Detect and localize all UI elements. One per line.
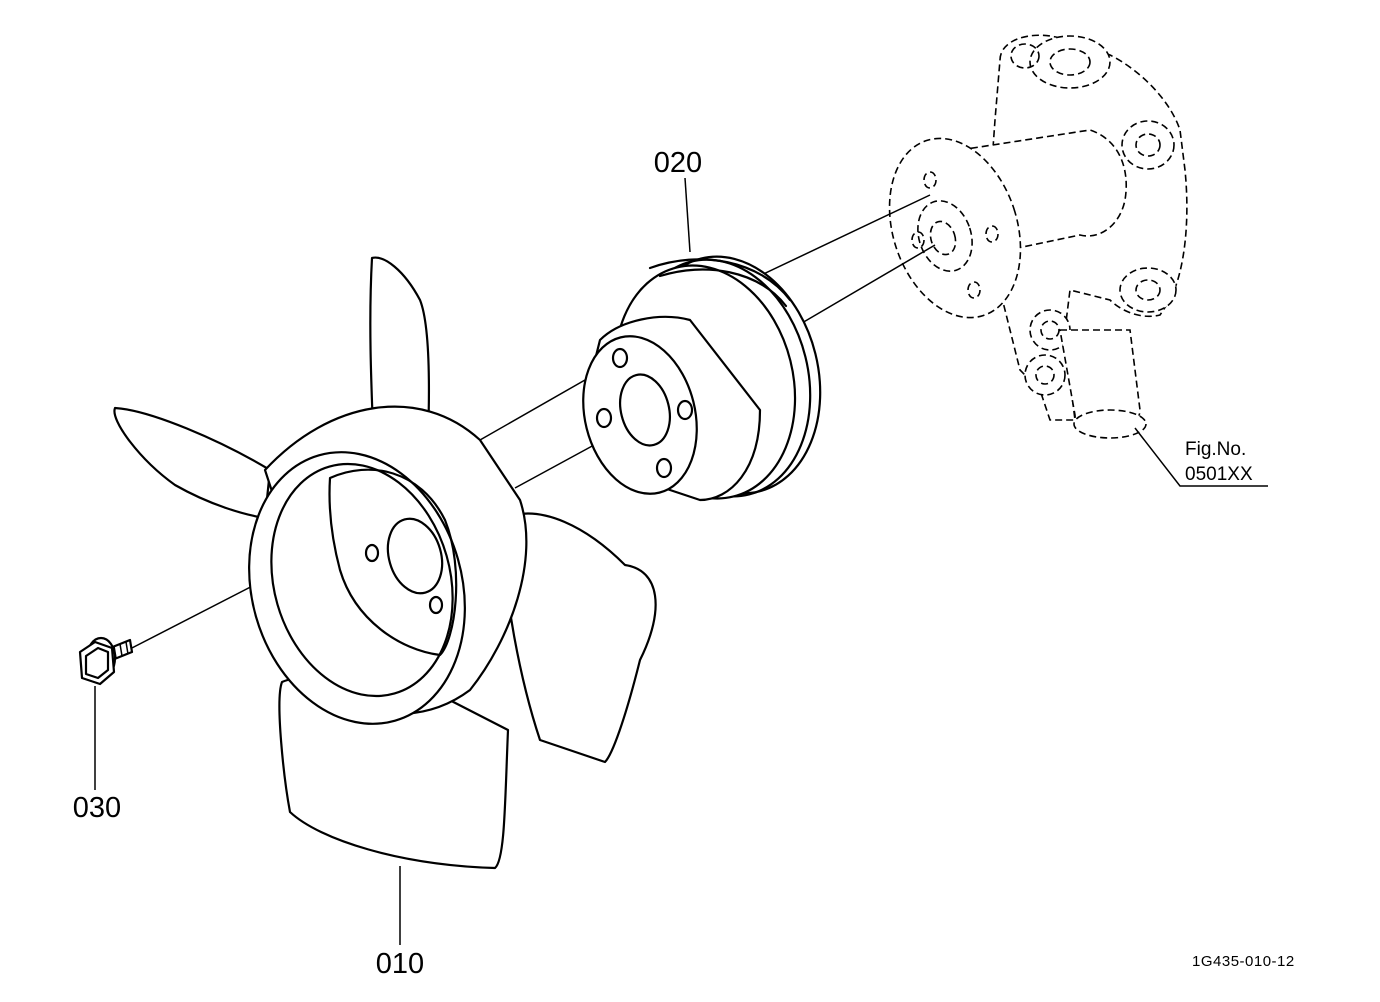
part-label-bolt: 030 <box>73 792 121 824</box>
water-pump-reference <box>888 34 1188 439</box>
part-label-pulley: 020 <box>654 147 702 179</box>
cooling-fan <box>113 256 657 870</box>
fig-reference-number: 0501XX <box>1185 464 1253 485</box>
bolt <box>78 636 134 686</box>
fig-reference-label: Fig.No. <box>1185 439 1246 460</box>
fan-pulley <box>582 255 822 502</box>
leader-lines <box>94 177 1268 945</box>
drawing-code: 1G435-010-12 <box>1192 953 1295 970</box>
part-label-fan: 010 <box>376 948 424 980</box>
